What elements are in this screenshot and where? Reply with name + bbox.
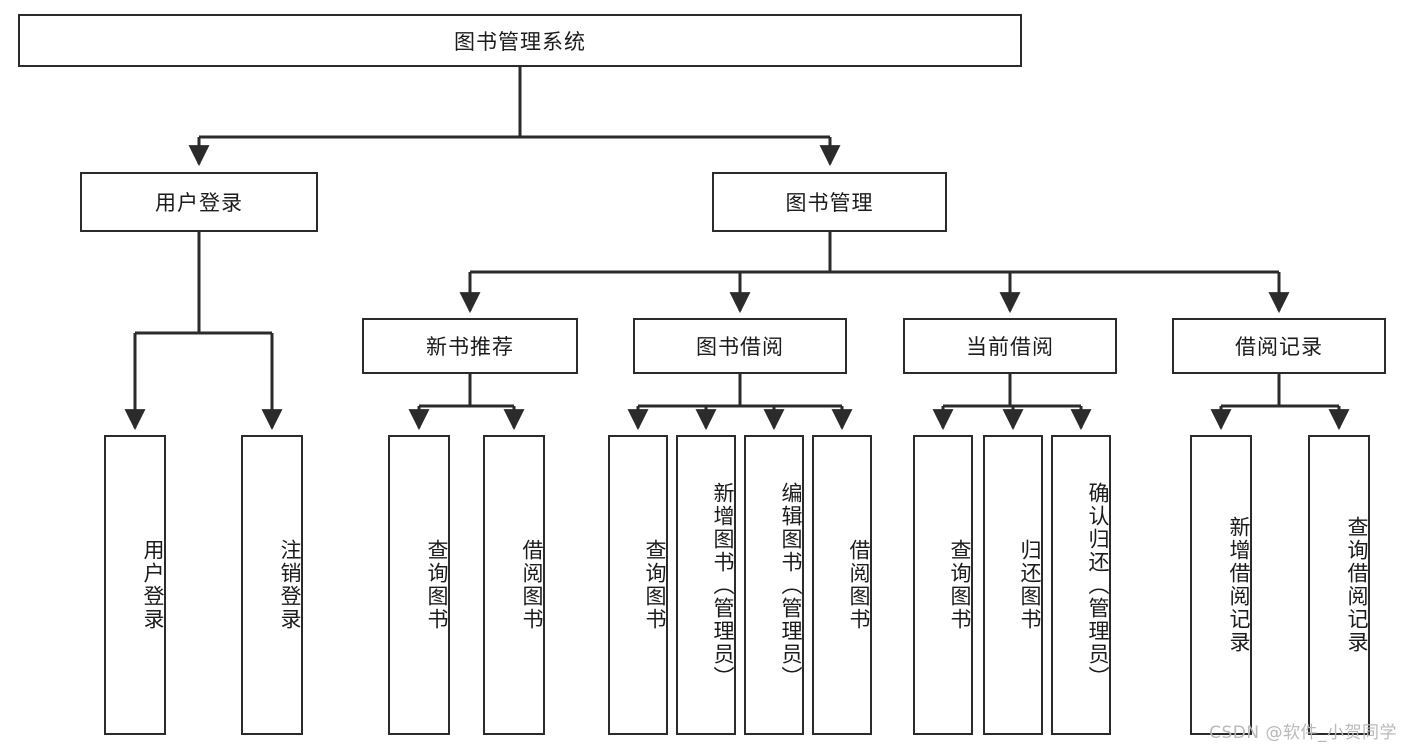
node-user-login[interactable]: 用户登录 bbox=[80, 172, 318, 232]
node-borrow-records-label: 借阅记录 bbox=[1235, 335, 1323, 359]
leaf-query-book-current[interactable]: 查询图书 bbox=[913, 435, 973, 735]
node-current-borrow-label: 当前借阅 bbox=[966, 335, 1054, 359]
leaf-borrow-book-recommend-label: 借阅图书 bbox=[520, 539, 544, 631]
leaf-add-borrow-record[interactable]: 新增借阅记录 bbox=[1190, 435, 1252, 735]
leaf-add-book-admin[interactable]: 新增图书（管理员） bbox=[676, 435, 736, 735]
node-user-login-label: 用户登录 bbox=[155, 191, 243, 215]
node-current-borrow[interactable]: 当前借阅 bbox=[903, 318, 1117, 374]
leaf-query-borrow-record[interactable]: 查询借阅记录 bbox=[1308, 435, 1370, 735]
leaf-borrow-book[interactable]: 借阅图书 bbox=[812, 435, 872, 735]
node-book-management[interactable]: 图书管理 bbox=[712, 172, 947, 232]
csdn-watermark: CSDN @软件_小贺同学 bbox=[1209, 723, 1397, 743]
leaf-borrow-book-recommend[interactable]: 借阅图书 bbox=[483, 435, 545, 735]
leaf-query-book-borrow[interactable]: 查询图书 bbox=[608, 435, 668, 735]
leaf-query-book-recommend[interactable]: 查询图书 bbox=[388, 435, 450, 735]
node-new-book-recommend[interactable]: 新书推荐 bbox=[362, 318, 578, 374]
leaf-return-book[interactable]: 归还图书 bbox=[983, 435, 1043, 735]
node-book-borrow-label: 图书借阅 bbox=[696, 335, 784, 359]
leaf-add-borrow-record-label: 新增借阅记录 bbox=[1227, 516, 1251, 654]
leaf-logout[interactable]: 注销登录 bbox=[241, 435, 303, 735]
leaf-add-book-admin-label: 新增图书（管理员） bbox=[711, 481, 735, 689]
leaf-logout-label: 注销登录 bbox=[278, 539, 302, 631]
node-root-label: 图书管理系统 bbox=[454, 29, 586, 54]
leaf-confirm-return-admin-label: 确认归还（管理员） bbox=[1086, 481, 1110, 689]
leaf-borrow-book-label: 借阅图书 bbox=[847, 539, 871, 631]
node-root[interactable]: 图书管理系统 bbox=[18, 14, 1022, 67]
leaf-edit-book-admin[interactable]: 编辑图书（管理员） bbox=[744, 435, 804, 735]
leaf-user-login-label: 用户登录 bbox=[141, 539, 165, 631]
leaf-confirm-return-admin[interactable]: 确认归还（管理员） bbox=[1051, 435, 1111, 735]
leaf-query-borrow-record-label: 查询借阅记录 bbox=[1345, 516, 1369, 654]
leaf-query-book-borrow-label: 查询图书 bbox=[643, 539, 667, 631]
leaf-edit-book-admin-label: 编辑图书（管理员） bbox=[779, 481, 803, 689]
leaf-query-book-current-label: 查询图书 bbox=[948, 539, 972, 631]
node-book-management-label: 图书管理 bbox=[785, 191, 874, 215]
node-borrow-records[interactable]: 借阅记录 bbox=[1172, 318, 1386, 374]
leaf-query-book-recommend-label: 查询图书 bbox=[425, 539, 449, 631]
node-new-book-recommend-label: 新书推荐 bbox=[426, 335, 514, 359]
node-book-borrow[interactable]: 图书借阅 bbox=[633, 318, 847, 374]
leaf-user-login[interactable]: 用户登录 bbox=[104, 435, 166, 735]
leaf-return-book-label: 归还图书 bbox=[1018, 539, 1042, 631]
